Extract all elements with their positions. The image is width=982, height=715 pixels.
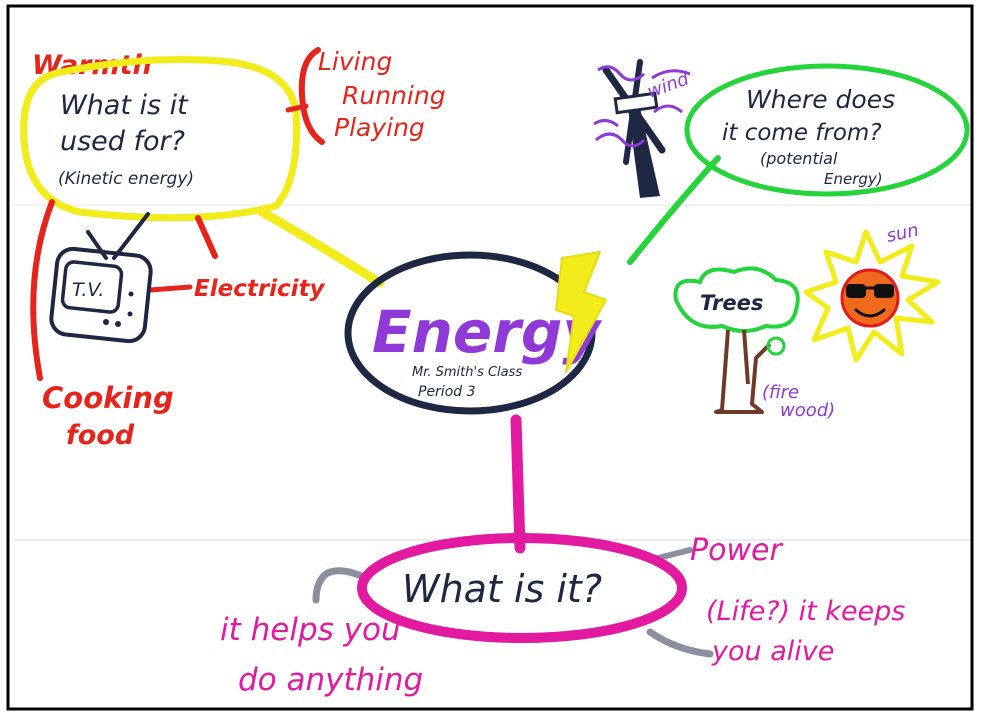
comes-from-question-line1: Where does (746, 85, 895, 114)
what-is-it-node: What is it? Power (Life?) it keeps you a… (220, 533, 905, 698)
cooking-line1: Cooking (42, 381, 174, 415)
tv-label: T.V. (72, 279, 104, 301)
trees-label: Trees (700, 291, 763, 315)
life-connector (646, 628, 714, 658)
tree-icon: Trees (fire wood) (673, 266, 835, 421)
page-frame (6, 4, 974, 711)
used-for-bubble (20, 56, 301, 222)
used-for-question-line1: What is it (60, 90, 189, 121)
activity-running: Running (342, 81, 446, 110)
tv-electricity-line (147, 284, 193, 293)
what-is-it-question: What is it? (402, 567, 602, 611)
activity-living: Living (318, 47, 392, 76)
comes-from-node: Where does it come from? (potential Ener… (593, 59, 970, 421)
connector-magenta (510, 414, 526, 554)
activities-bracket (298, 47, 325, 145)
connector-yellow (257, 207, 385, 288)
life-line1: (Life?) it keeps (706, 596, 905, 627)
life-line2: you alive (711, 636, 834, 667)
helps-line2: do anything (238, 662, 423, 698)
used-for-node: Warmth What is it used for? (Kinetic ene… (20, 47, 446, 451)
comes-from-question-line2: it come from? (722, 120, 882, 146)
helps-connector (312, 567, 370, 604)
activity-playing: Playing (334, 113, 425, 142)
comes-from-question-line3: (potential (760, 149, 838, 168)
television-icon: T.V. (49, 212, 153, 344)
electricity-connector (195, 215, 218, 259)
sun-with-sunglasses-icon: sun (803, 220, 941, 363)
cooking-line2: food (66, 420, 135, 451)
what-is-it-ellipse (357, 533, 687, 643)
cooking-connector (30, 199, 55, 381)
center-subtitle-line2: Period 3 (418, 384, 476, 400)
power-label: Power (690, 533, 783, 568)
lightning-bolt-icon (555, 251, 607, 373)
center-subtitle-line1: Mr. Smith's Class (412, 365, 522, 380)
firewood-line2: wood) (780, 400, 835, 421)
activities-connector (285, 103, 309, 113)
center-node: Energy Mr. Smith's Class Period 3 (344, 251, 607, 415)
used-for-question-line3: (Kinetic energy) (58, 169, 194, 189)
electricity-label: Electricity (194, 276, 326, 302)
used-for-question-line2: used for? (60, 126, 185, 157)
helps-line1: it helps you (220, 612, 401, 648)
comes-from-question-line4: Energy) (824, 170, 883, 188)
firewood-line1: (fire (762, 382, 799, 403)
comes-from-ellipse (684, 63, 970, 197)
center-ellipse (344, 251, 596, 415)
